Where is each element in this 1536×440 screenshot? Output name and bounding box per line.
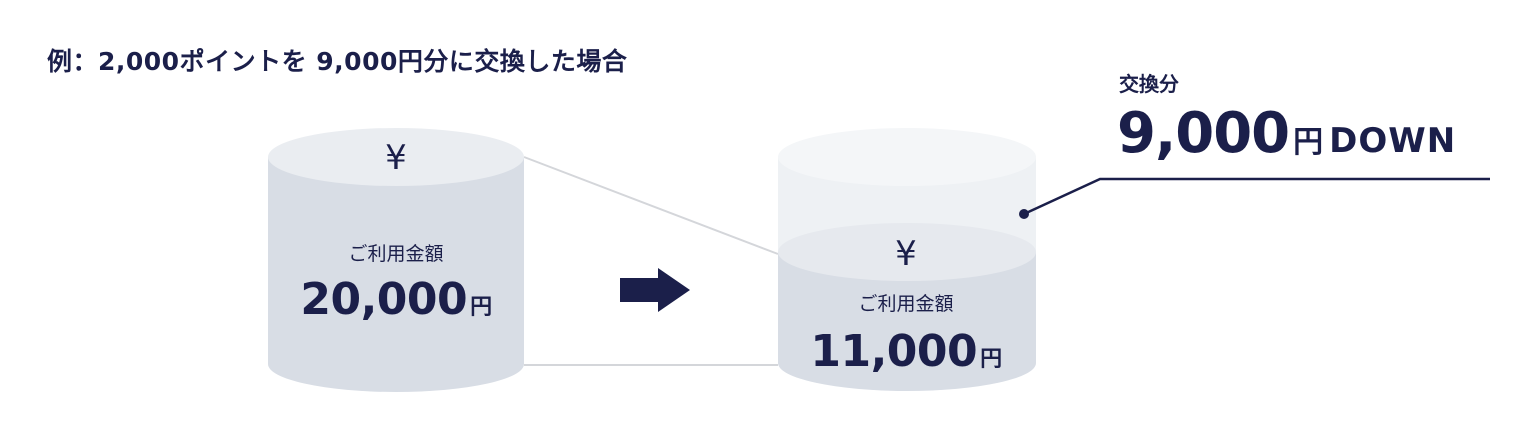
after-cylinder-body [778,252,1036,391]
after-yen-icon: ¥ [895,234,917,274]
after-amount-value: 11,000 [810,326,978,377]
before-amount-value: 20,000 [300,274,468,325]
after-cylinder-top [778,223,1036,281]
before-cylinder [268,128,524,392]
after-cylinder [778,223,1036,391]
before-cylinder-body [268,157,524,392]
exchange-amount-value: 9,000 [1117,101,1290,166]
right-arrow-icon [620,268,690,312]
exchange-amount-unit: 円 [1293,125,1324,160]
before-cylinder-top [268,128,524,186]
before-yen-icon: ¥ [385,138,407,178]
example-caption: 例：2,000ポイントを 9,000円分に交換した場合 [47,47,628,76]
before-usage-label: ご利用金額 [348,243,444,265]
before-amount-unit: 円 [470,295,492,320]
exchange-label: 交換分 [1119,72,1179,96]
after-amount-unit: 円 [980,347,1002,372]
exchanged-portion-top [778,128,1036,186]
after-usage-label: ご利用金額 [858,293,954,315]
callout-line [1023,177,1490,216]
connector-line-top [523,156,779,255]
exchange-down-text: DOWN [1329,121,1457,161]
exchange-callout-leader [1019,177,1490,219]
